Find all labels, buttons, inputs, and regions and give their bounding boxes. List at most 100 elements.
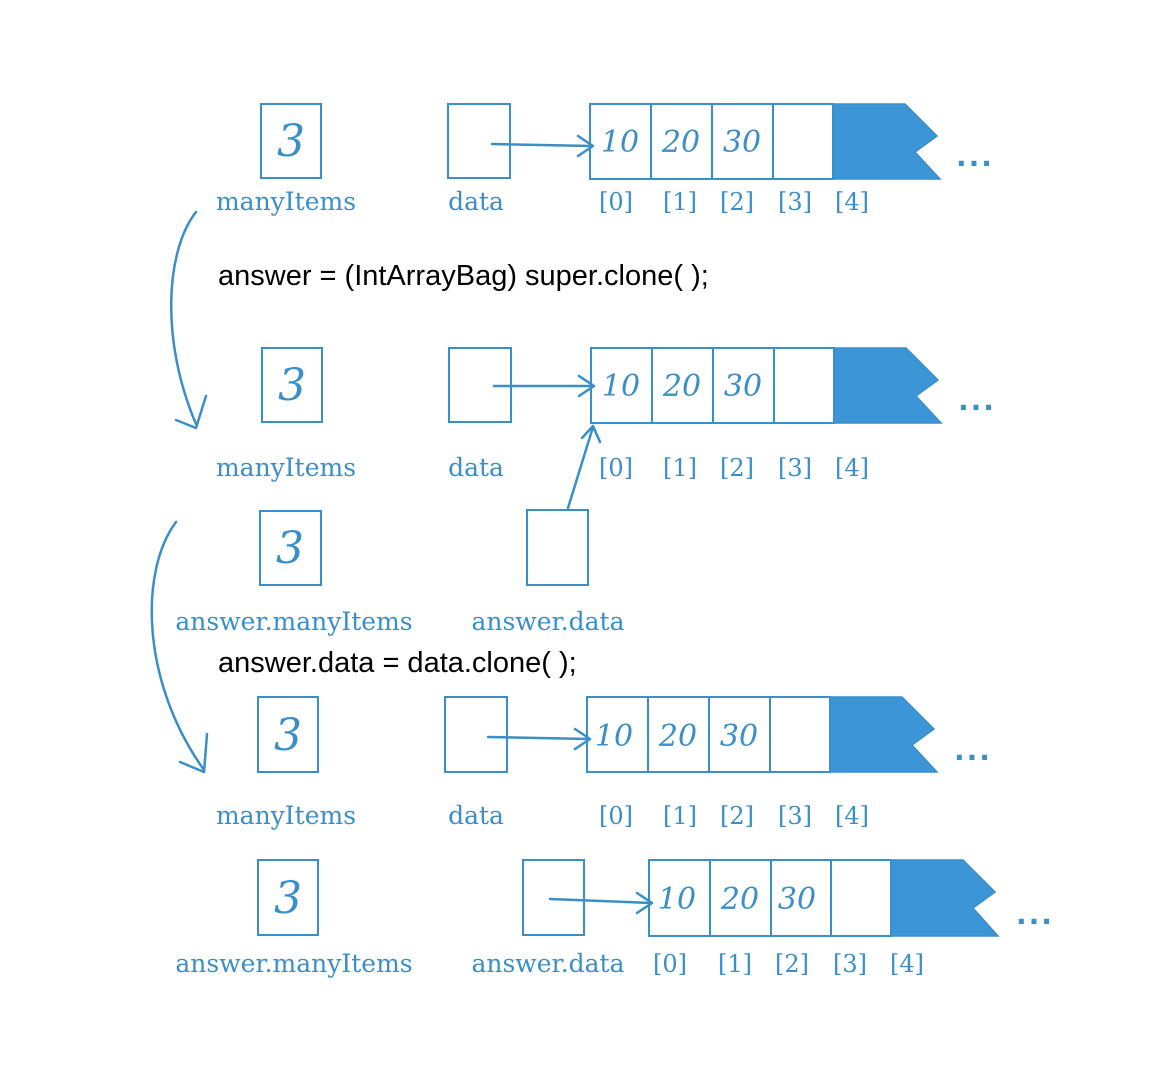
array-value: 20 bbox=[658, 719, 697, 754]
data-label: data bbox=[448, 187, 504, 216]
reference-arrow bbox=[548, 891, 654, 915]
flow-arrow bbox=[170, 210, 208, 430]
ellipsis: ... bbox=[958, 384, 996, 417]
flow-arrow bbox=[150, 520, 209, 774]
array-cell-4-shaded bbox=[829, 696, 939, 773]
array-index: [4] bbox=[835, 802, 869, 830]
data-array: 10 20 30 bbox=[589, 103, 942, 180]
row-3-original-after-data-clone: 3 manyItems data 10 20 30 ... [0] [1] [2… bbox=[216, 696, 992, 830]
array-cell bbox=[589, 103, 652, 180]
array-index: [0] bbox=[599, 802, 633, 830]
many-items-label: manyItems bbox=[216, 801, 356, 830]
many-items-value: 3 bbox=[277, 116, 305, 167]
array-value: 30 bbox=[778, 882, 816, 917]
answer-many-items-label: answer.manyItems bbox=[175, 607, 412, 636]
shared-reference-arrow bbox=[566, 424, 602, 510]
array-value: 10 bbox=[595, 719, 633, 754]
array-cell bbox=[650, 103, 713, 180]
ellipsis: ... bbox=[956, 140, 994, 173]
array-cell bbox=[773, 347, 835, 424]
array-cell bbox=[586, 696, 649, 773]
data-label: data bbox=[448, 801, 504, 830]
array-index: [4] bbox=[835, 188, 869, 216]
array-index: [3] bbox=[778, 802, 812, 830]
answer-many-items-value: 3 bbox=[274, 873, 302, 924]
array-indices: [0] [1] [2] [3] [4] bbox=[599, 454, 869, 482]
array-cell bbox=[708, 696, 771, 773]
array-index: [1] bbox=[718, 950, 752, 978]
array-index: [3] bbox=[778, 454, 812, 482]
many-items-label: manyItems bbox=[216, 453, 356, 482]
reference-arrow bbox=[492, 374, 596, 398]
array-index: [3] bbox=[778, 188, 812, 216]
row-2-after-super-clone: 3 manyItems data 10 20 30 ... [0] [1] [2… bbox=[175, 347, 996, 636]
answer-many-items-box bbox=[259, 510, 322, 586]
array-index: [2] bbox=[720, 802, 754, 830]
cloned-data-array: 10 20 30 bbox=[648, 859, 1000, 937]
array-cell bbox=[770, 859, 832, 937]
array-index: [0] bbox=[653, 950, 687, 978]
answer-data-label: answer.data bbox=[471, 607, 624, 636]
many-items-box bbox=[257, 696, 319, 773]
array-cell bbox=[647, 696, 710, 773]
array-value: 10 bbox=[601, 125, 639, 160]
array-value: 20 bbox=[662, 369, 701, 404]
data-label: data bbox=[448, 453, 504, 482]
array-cell-4-shaded bbox=[833, 347, 943, 424]
array-index: [1] bbox=[663, 454, 697, 482]
answer-data-ref-box bbox=[526, 509, 589, 586]
data-ref-box bbox=[447, 103, 511, 179]
statement-super-clone: answer = (IntArrayBag) super.clone( ); bbox=[218, 260, 709, 292]
answer-many-items-label: answer.manyItems bbox=[175, 949, 412, 978]
array-index: [4] bbox=[890, 950, 924, 978]
many-items-label: manyItems bbox=[216, 187, 356, 216]
array-indices: [0] [1] [2] [3] [4] bbox=[599, 188, 869, 216]
data-array: 10 20 30 bbox=[586, 696, 939, 773]
array-cell bbox=[772, 103, 834, 180]
array-index: [2] bbox=[720, 188, 754, 216]
ellipsis: ... bbox=[1016, 898, 1054, 931]
array-cell bbox=[769, 696, 831, 773]
array-cell bbox=[830, 859, 892, 937]
array-index: [1] bbox=[663, 188, 697, 216]
array-index: [3] bbox=[833, 950, 867, 978]
array-index: [2] bbox=[720, 454, 754, 482]
array-value: 30 bbox=[724, 369, 762, 404]
array-value: 10 bbox=[658, 882, 696, 917]
array-value: 30 bbox=[723, 125, 761, 160]
many-items-value: 3 bbox=[274, 710, 302, 761]
answer-many-items-value: 3 bbox=[276, 523, 304, 574]
array-cell-4-shaded bbox=[890, 859, 1000, 937]
array-value: 30 bbox=[720, 719, 758, 754]
array-index: [4] bbox=[835, 454, 869, 482]
array-indices: [0] [1] [2] [3] [4] bbox=[599, 802, 869, 830]
array-value: 10 bbox=[602, 369, 640, 404]
statement-data-clone: answer.data = data.clone( ); bbox=[218, 647, 577, 679]
ellipsis: ... bbox=[954, 734, 992, 767]
array-cell-4-shaded bbox=[832, 103, 942, 180]
answer-many-items-box bbox=[257, 859, 319, 936]
data-ref-box bbox=[444, 696, 508, 773]
row-4-answer-after-data-clone: 3 answer.manyItems answer.data 10 20 30 … bbox=[175, 859, 1054, 978]
row-1-original: 3 manyItems data 10 20 30 ... [0] [1] [2… bbox=[216, 103, 994, 216]
array-index: [2] bbox=[775, 950, 809, 978]
many-items-value: 3 bbox=[278, 360, 306, 411]
array-cell bbox=[709, 859, 772, 937]
array-indices: [0] [1] [2] [3] [4] bbox=[653, 950, 924, 978]
reference-arrow bbox=[490, 134, 595, 158]
data-array: 10 20 30 bbox=[590, 347, 943, 424]
array-index: [0] bbox=[599, 188, 633, 216]
many-items-box bbox=[261, 347, 323, 423]
reference-arrow bbox=[486, 727, 592, 751]
array-index: [1] bbox=[663, 802, 697, 830]
array-index: [0] bbox=[599, 454, 633, 482]
array-value: 20 bbox=[720, 882, 759, 917]
answer-data-label: answer.data bbox=[471, 949, 624, 978]
array-value: 20 bbox=[661, 125, 700, 160]
array-cell bbox=[712, 347, 775, 424]
many-items-box bbox=[260, 103, 322, 179]
answer-data-ref-box bbox=[522, 859, 585, 936]
array-cell bbox=[651, 347, 714, 424]
array-cell bbox=[590, 347, 653, 424]
